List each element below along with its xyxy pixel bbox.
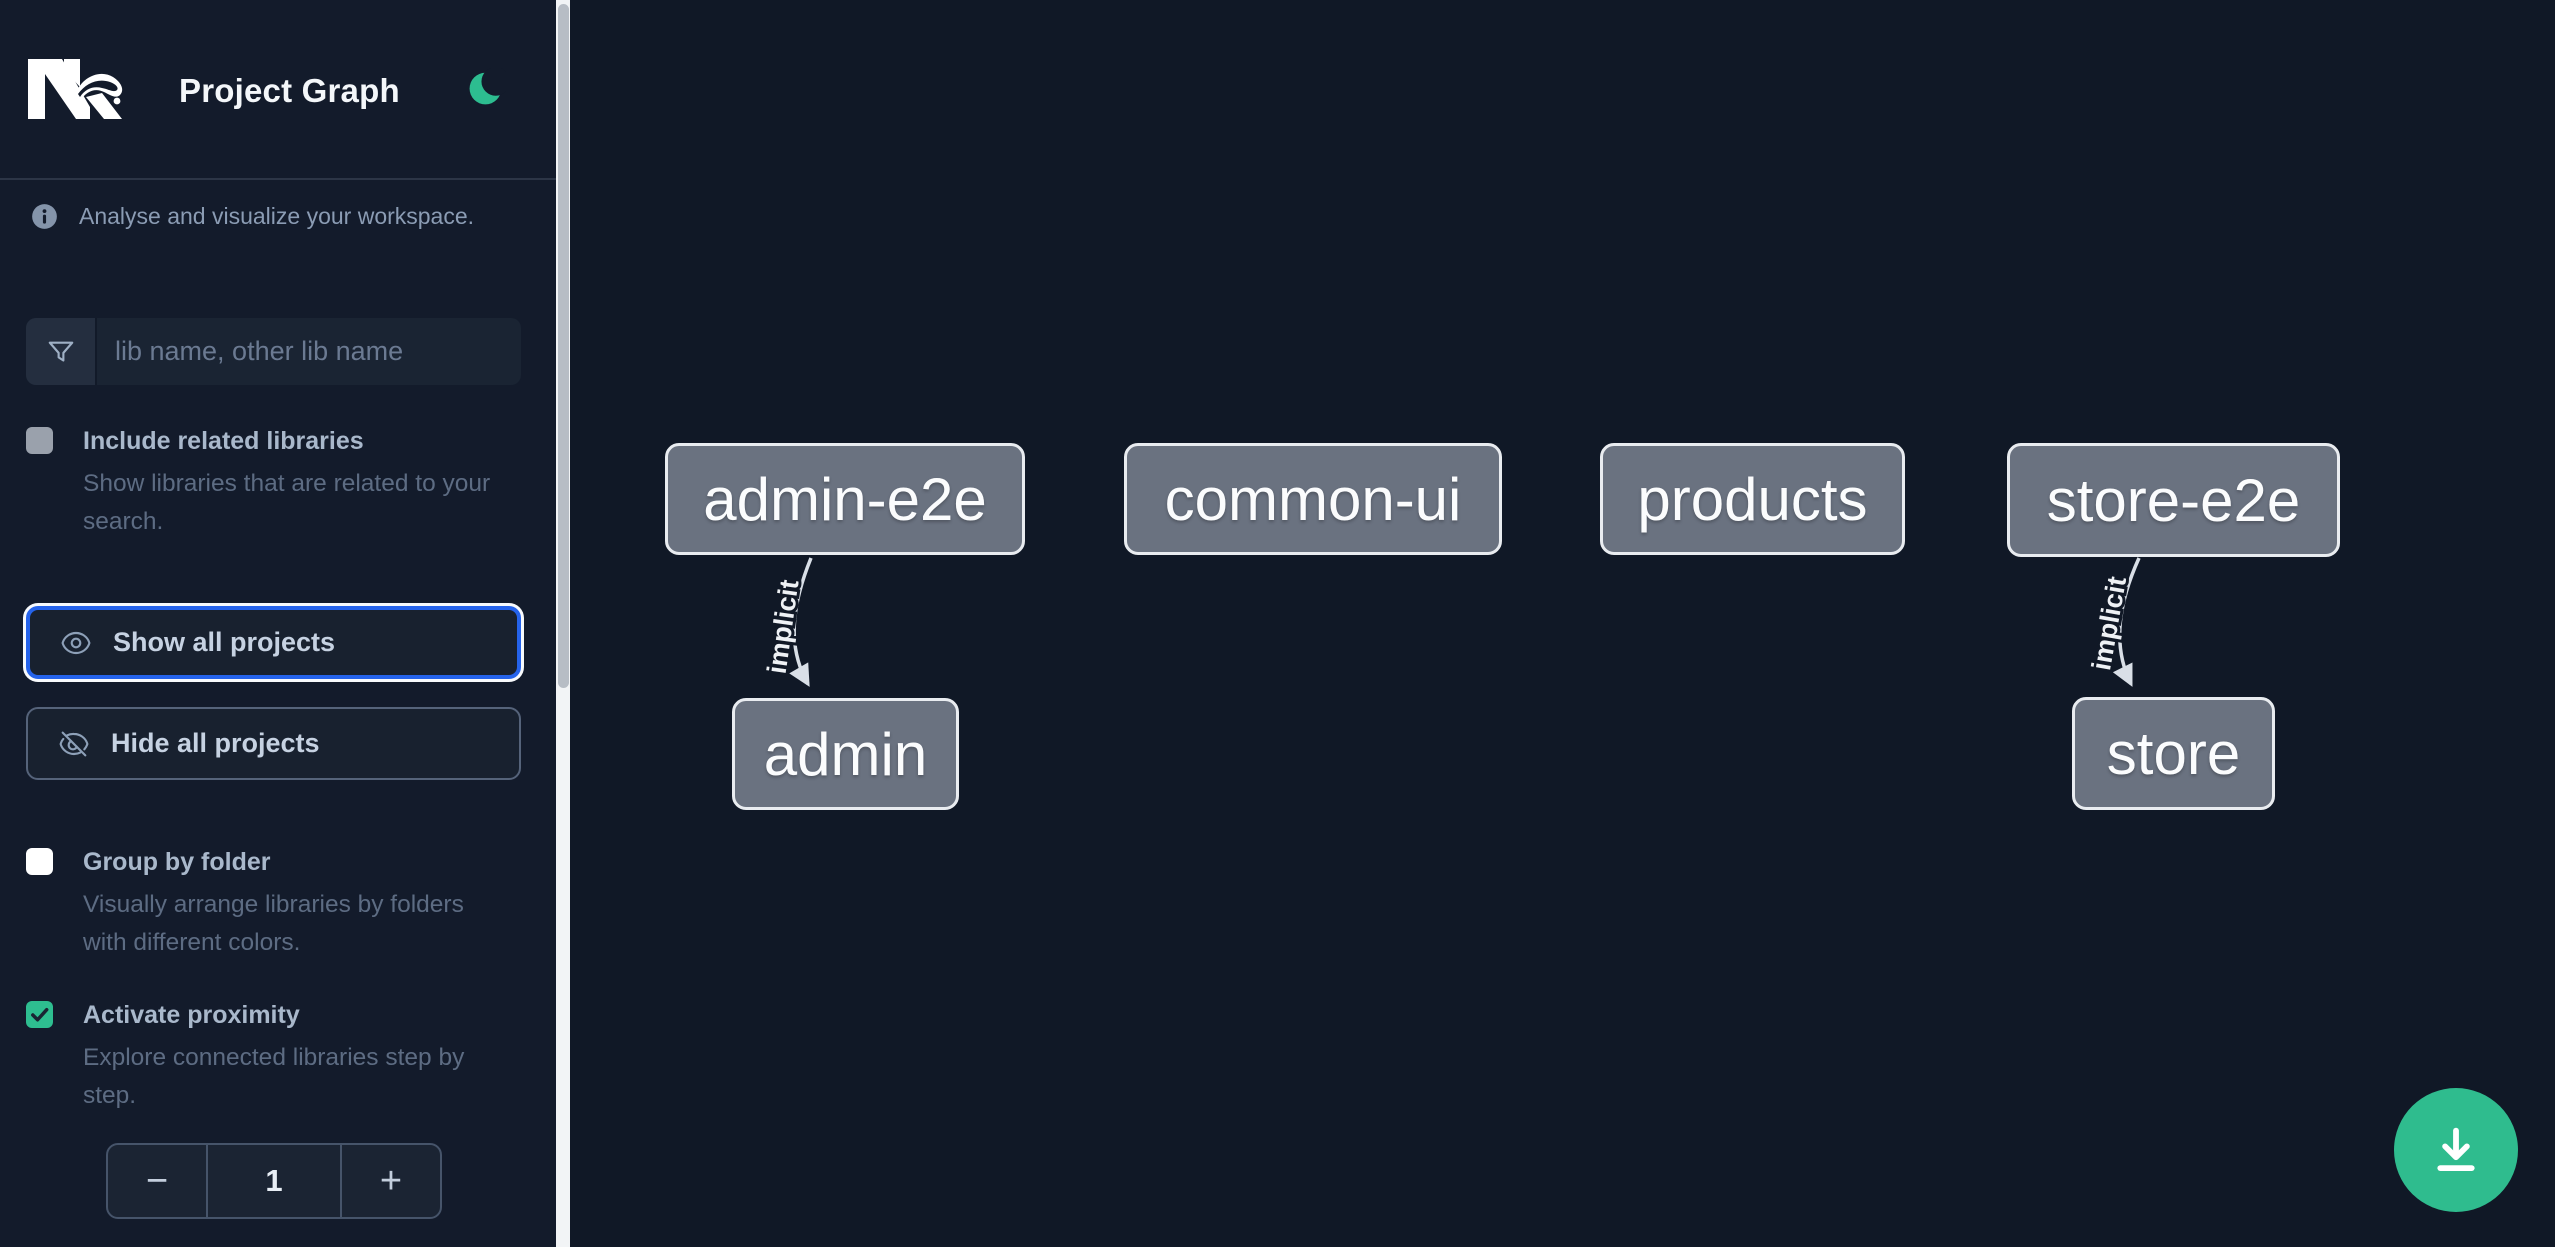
sidebar: Project Graph Analyse and visualize your… (0, 0, 556, 1247)
group-by-folder-checkbox[interactable] (26, 848, 53, 875)
sidebar-header: Project Graph (0, 0, 556, 180)
download-icon (2437, 1127, 2475, 1172)
hide-all-projects-label: Hide all projects (111, 728, 320, 758)
workspace-info: Analyse and visualize your workspace. (31, 203, 474, 230)
node-store[interactable]: store (2072, 697, 2275, 810)
proximity-depth-stepper: − 1 + (106, 1143, 442, 1219)
toggle-description: Show libraries that are related to your … (83, 470, 491, 535)
check-icon (31, 1007, 49, 1022)
eye-icon (61, 631, 91, 654)
include-related-checkbox[interactable] (26, 427, 53, 454)
decrement-button[interactable]: − (108, 1145, 206, 1217)
info-text: Analyse and visualize your workspace. (79, 203, 475, 229)
theme-toggle-button[interactable] (468, 67, 510, 106)
eye-slash-icon (59, 731, 89, 756)
toggle-group-by-folder: Group by folder Visually arrange librari… (26, 845, 473, 962)
show-all-projects-button[interactable]: Show all projects (26, 606, 521, 679)
edge-label: implicit (2086, 574, 2132, 672)
toggle-activate-proximity: Activate proximity Explore connected lib… (26, 998, 488, 1115)
download-image-button[interactable] (2394, 1088, 2518, 1212)
toggle-label[interactable]: Include related libraries (83, 427, 364, 455)
toggle-label[interactable]: Group by folder (83, 848, 271, 876)
funnel-icon (48, 341, 73, 362)
node-store-e2e[interactable]: store-e2e (2007, 443, 2340, 557)
project-graph-canvas[interactable]: implicit implicit admin-e2e common-ui pr… (570, 0, 2555, 1247)
toggle-description: Explore connected libraries step by step… (83, 1044, 465, 1109)
hide-all-projects-button[interactable]: Hide all projects (26, 707, 521, 780)
toggle-label[interactable]: Activate proximity (83, 1001, 300, 1029)
node-common-ui[interactable]: common-ui (1124, 443, 1502, 555)
sidebar-scrollbar-thumb[interactable] (557, 4, 569, 688)
page-title: Project Graph (179, 72, 400, 109)
nx-logo (28, 59, 123, 119)
info-icon (32, 204, 57, 229)
node-products[interactable]: products (1600, 443, 1905, 555)
show-all-projects-label: Show all projects (113, 627, 336, 657)
node-admin-e2e[interactable]: admin-e2e (665, 443, 1025, 555)
sidebar-scrollbar-track[interactable] (556, 0, 570, 1247)
edge-admin-e2e-to-admin: implicit (759, 557, 813, 687)
edge-store-e2e-to-store: implicit (2083, 557, 2141, 687)
search-box (26, 318, 521, 385)
activate-proximity-checkbox[interactable] (26, 1001, 53, 1028)
node-admin[interactable]: admin (732, 698, 959, 810)
increment-button[interactable]: + (342, 1145, 440, 1217)
moon-icon (469, 67, 510, 105)
search-input[interactable] (97, 318, 521, 385)
toggle-description: Visually arrange libraries by folders wi… (83, 891, 464, 956)
search-icon-cell (26, 318, 97, 385)
edge-label: implicit (762, 578, 805, 676)
edge-layer: implicit implicit (759, 557, 2141, 687)
toggle-include-related: Include related libraries Show libraries… (26, 424, 523, 541)
stepper-value: 1 (206, 1145, 342, 1217)
